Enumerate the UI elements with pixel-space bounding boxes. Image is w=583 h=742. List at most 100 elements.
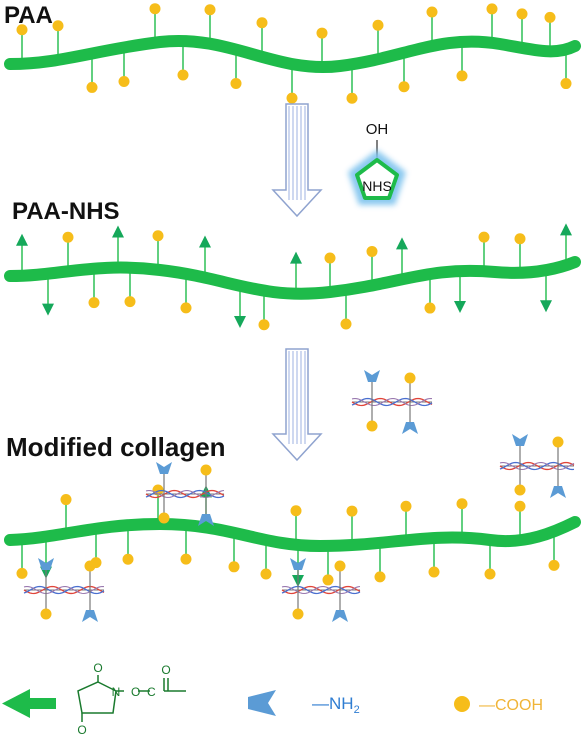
- carboxyl-dot-icon: [514, 233, 526, 245]
- carboxyl-dot-icon: [122, 553, 134, 565]
- carboxyl-dot-icon: [260, 568, 272, 580]
- modified-collagen-label: Modified collagen: [6, 432, 226, 462]
- amine-chevron-icon: [332, 610, 348, 622]
- carboxyl-dot-icon: [424, 302, 436, 314]
- carboxyl-dot-icon: [177, 69, 189, 81]
- nhs-pentagon-icon: [355, 158, 399, 200]
- carboxyl-dot-icon: [484, 568, 496, 580]
- nhs-arrow-icon: [560, 223, 572, 236]
- collagen-strand-blue: [281, 585, 361, 595]
- paa-row: [4, 3, 581, 104]
- collagen-strand-purple: [281, 585, 361, 595]
- carboxyl-dot-icon: [560, 78, 572, 90]
- collagen-strand-purple: [499, 461, 575, 471]
- carboxyl-dot-icon: [398, 81, 410, 93]
- carboxyl-dot-icon: [514, 500, 526, 512]
- carboxyl-dot-icon: [180, 553, 192, 565]
- legend-nhs-arrow-icon: [2, 689, 56, 718]
- collagen-carboxyl-dot-icon: [292, 608, 304, 620]
- legend-amine-icon: [248, 690, 276, 716]
- carboxyl-dot-icon: [290, 505, 302, 517]
- carboxyl-dot-icon: [88, 297, 100, 309]
- paa-nhs-row: [4, 223, 581, 331]
- carboxyl-dot-icon: [16, 24, 28, 36]
- carboxyl-dot-icon: [60, 494, 72, 506]
- nhs-reagent-oh-label: OH: [366, 121, 389, 138]
- collagen-strand-purple: [351, 397, 433, 407]
- carboxyl-dot-icon: [62, 231, 74, 243]
- carboxyl-dot-icon: [456, 70, 468, 82]
- collagen-strand-blue: [499, 461, 575, 471]
- carboxyl-dot-icon: [372, 19, 384, 31]
- legend-amine-subscript: 2: [354, 704, 360, 716]
- amine-chevron-icon: [550, 486, 566, 498]
- paa-nhs-label: PAA-NHS: [12, 198, 120, 225]
- legend-ester-o: O: [161, 663, 170, 677]
- carboxyl-dot-icon: [52, 20, 64, 32]
- carboxyl-dot-icon: [149, 3, 161, 15]
- amine-chevron-icon: [290, 558, 306, 570]
- collagen-strand-red: [281, 585, 361, 595]
- amine-chevron-icon: [364, 370, 380, 382]
- collagen-strand-red: [499, 461, 575, 471]
- collagen-strand-purple: [23, 585, 105, 595]
- paa-label: PAA: [4, 2, 53, 29]
- legend-amine-label: —NH2: [312, 694, 360, 716]
- collagen-carboxyl-dot-icon: [514, 484, 526, 496]
- modified-collagen-backbone: [4, 516, 581, 553]
- carboxyl-dot-icon: [180, 302, 192, 314]
- carboxyl-dot-icon: [124, 296, 136, 308]
- collagen-strand-blue: [23, 585, 105, 595]
- carboxyl-dot-icon: [118, 76, 130, 88]
- amine-chevron-icon: [512, 434, 528, 446]
- collagen-carboxyl-dot-icon: [334, 560, 346, 572]
- nhs-arrow-icon: [540, 300, 552, 313]
- nhs-arrow-icon: [290, 251, 302, 264]
- nhs-arrow-icon: [112, 225, 124, 238]
- legend-ester-chain: O C: [131, 685, 156, 699]
- carboxyl-dot-icon: [346, 92, 358, 104]
- carboxyl-dot-icon: [204, 4, 216, 16]
- collagen-carboxyl-dot-icon: [40, 608, 52, 620]
- collagen-strand-red: [351, 397, 433, 407]
- legend: O N O O C O —NH2 —COOH: [2, 661, 543, 737]
- nhs-arrow-icon: [234, 316, 246, 329]
- collagen-carboxyl-dot-icon: [200, 464, 212, 476]
- carboxyl-dot-icon: [324, 252, 336, 264]
- carboxyl-dot-icon: [426, 6, 438, 18]
- carboxyl-dot-icon: [548, 559, 560, 571]
- carboxyl-dot-icon: [516, 8, 528, 20]
- carboxyl-dot-icon: [86, 81, 98, 93]
- collagen-unit: [351, 370, 433, 434]
- nhs-arrow-icon: [454, 301, 466, 314]
- collagen-strand-blue: [351, 397, 433, 407]
- carboxyl-dot-icon: [256, 17, 268, 29]
- collagen-carboxyl-dot-icon: [84, 560, 96, 572]
- carboxyl-dot-icon: [478, 231, 490, 243]
- legend-amine-text: —NH: [312, 694, 354, 713]
- carboxyl-dot-icon: [486, 3, 498, 15]
- reaction-arrow-2: [271, 348, 323, 462]
- collagen-strand-blue: [145, 489, 225, 499]
- nhs-arrow-icon: [16, 233, 28, 246]
- collagen-strand-red: [23, 585, 105, 595]
- nhs-reagent-label: NHS: [362, 178, 392, 194]
- carboxyl-dot-icon: [230, 77, 242, 89]
- carboxyl-dot-icon: [286, 92, 298, 104]
- nhs-arrow-icon: [42, 303, 54, 316]
- collagen-carboxyl-dot-icon: [552, 436, 564, 448]
- amine-chevron-icon: [38, 558, 54, 570]
- carboxyl-dot-icon: [366, 245, 378, 257]
- carboxyl-dot-icon: [400, 500, 412, 512]
- collagen-unit: [145, 462, 225, 526]
- carboxyl-dot-icon: [374, 571, 386, 583]
- collagen-carboxyl-dot-icon: [158, 512, 170, 524]
- collagen-strand-purple: [145, 489, 225, 499]
- carboxyl-dot-icon: [340, 318, 352, 330]
- nhs-arrow-icon: [199, 235, 211, 248]
- modified-collagen-row: [4, 484, 581, 588]
- carboxyl-dot-icon: [316, 27, 328, 39]
- collagen-units: [23, 370, 575, 622]
- collagen-unit: [23, 558, 105, 622]
